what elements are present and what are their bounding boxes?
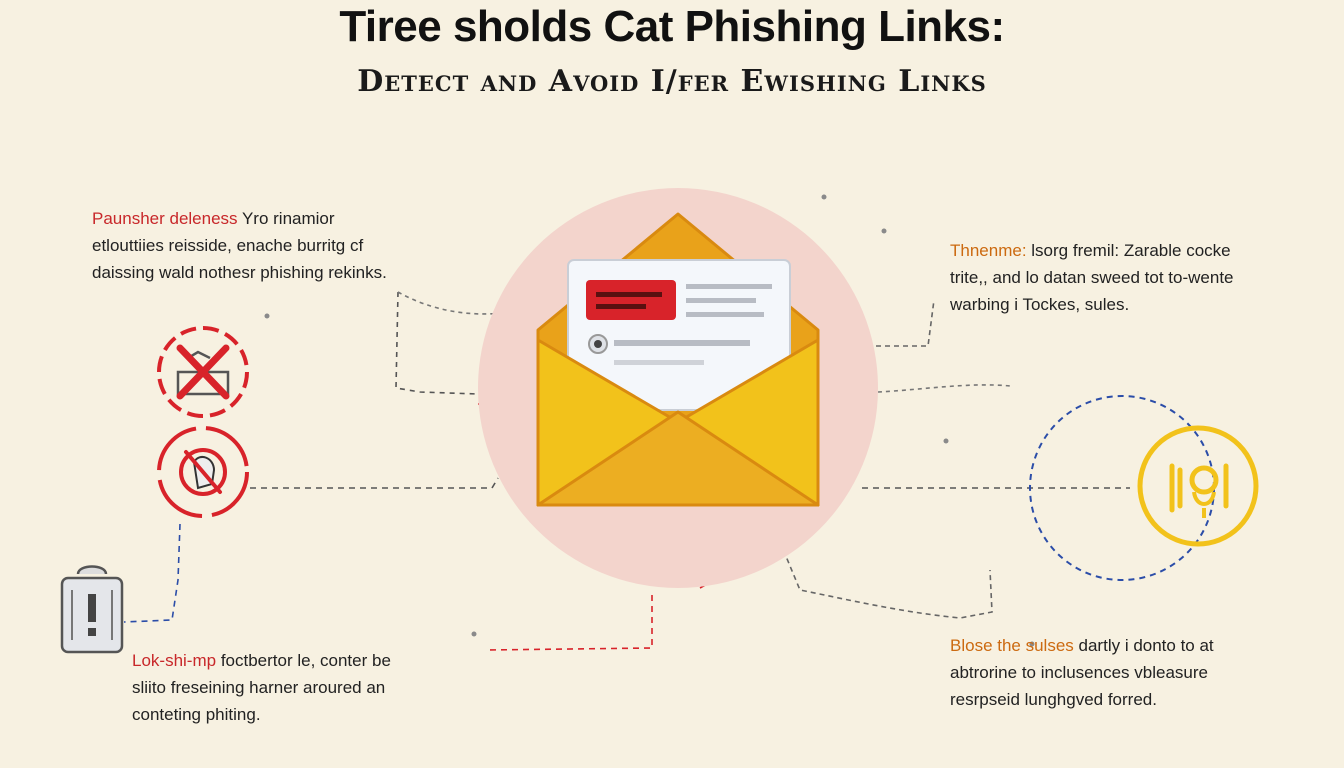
- note-top-left-lead: Paunsher deleness: [92, 209, 238, 228]
- note-top-left: Paunsher deleness Yro rinamior etlouttii…: [92, 205, 387, 286]
- note-top-right-line2: trite,, and lo datan sweed tot to-wente: [950, 268, 1234, 287]
- listen-icon: [1029, 395, 1259, 581]
- note-bottom-left-line3: conteting phiting.: [132, 705, 261, 724]
- note-top-left-line2: etlouttiies reisside, enache burritg cf: [92, 236, 364, 255]
- note-bottom-right-line1: dartly i donto to at: [1073, 636, 1214, 655]
- note-bottom-right: Blose the sulses dartly i donto to at ab…: [950, 632, 1214, 713]
- alert-lock-icon: [60, 565, 124, 654]
- page-subtitle: Detect and Avoid I/fer Ewishing Links: [357, 64, 987, 99]
- no-click-icon: [157, 426, 249, 518]
- note-bottom-left-line1: foctbertor le, conter be: [216, 651, 391, 670]
- note-top-right-lead: Thnenme:: [950, 241, 1027, 260]
- note-bottom-left-lead: Lok-shi-mp: [132, 651, 217, 670]
- note-top-right-line1: lsorg fremil: Zarable cocke: [1026, 241, 1231, 260]
- note-bottom-right-line3: resrpseid lunghgved forred.: [950, 690, 1157, 709]
- note-top-right: Thnenme: lsorg fremil: Zarable cocke tri…: [950, 237, 1234, 318]
- note-top-left-line1: Yro rinamior: [237, 209, 335, 228]
- note-top-left-line3: daissing wald nothesr phishing rekinks.: [92, 263, 387, 282]
- decorative-dots: [264, 194, 1035, 647]
- note-bottom-right-line2: abtrorine to inclusences vbleasure: [950, 663, 1208, 682]
- envelope-icon: [536, 212, 820, 507]
- note-top-right-line3: warbing i Tockes, sules.: [950, 295, 1130, 314]
- page-title: Tiree sholds Cat Phishing Links:: [339, 2, 1005, 51]
- note-bottom-right-lead: Blose the sulses: [950, 636, 1074, 655]
- no-download-icon: [157, 326, 249, 418]
- note-bottom-left: Lok-shi-mp foctbertor le, conter be slii…: [132, 647, 391, 728]
- note-bottom-left-line2: sliito freseining harner aroured an: [132, 678, 386, 697]
